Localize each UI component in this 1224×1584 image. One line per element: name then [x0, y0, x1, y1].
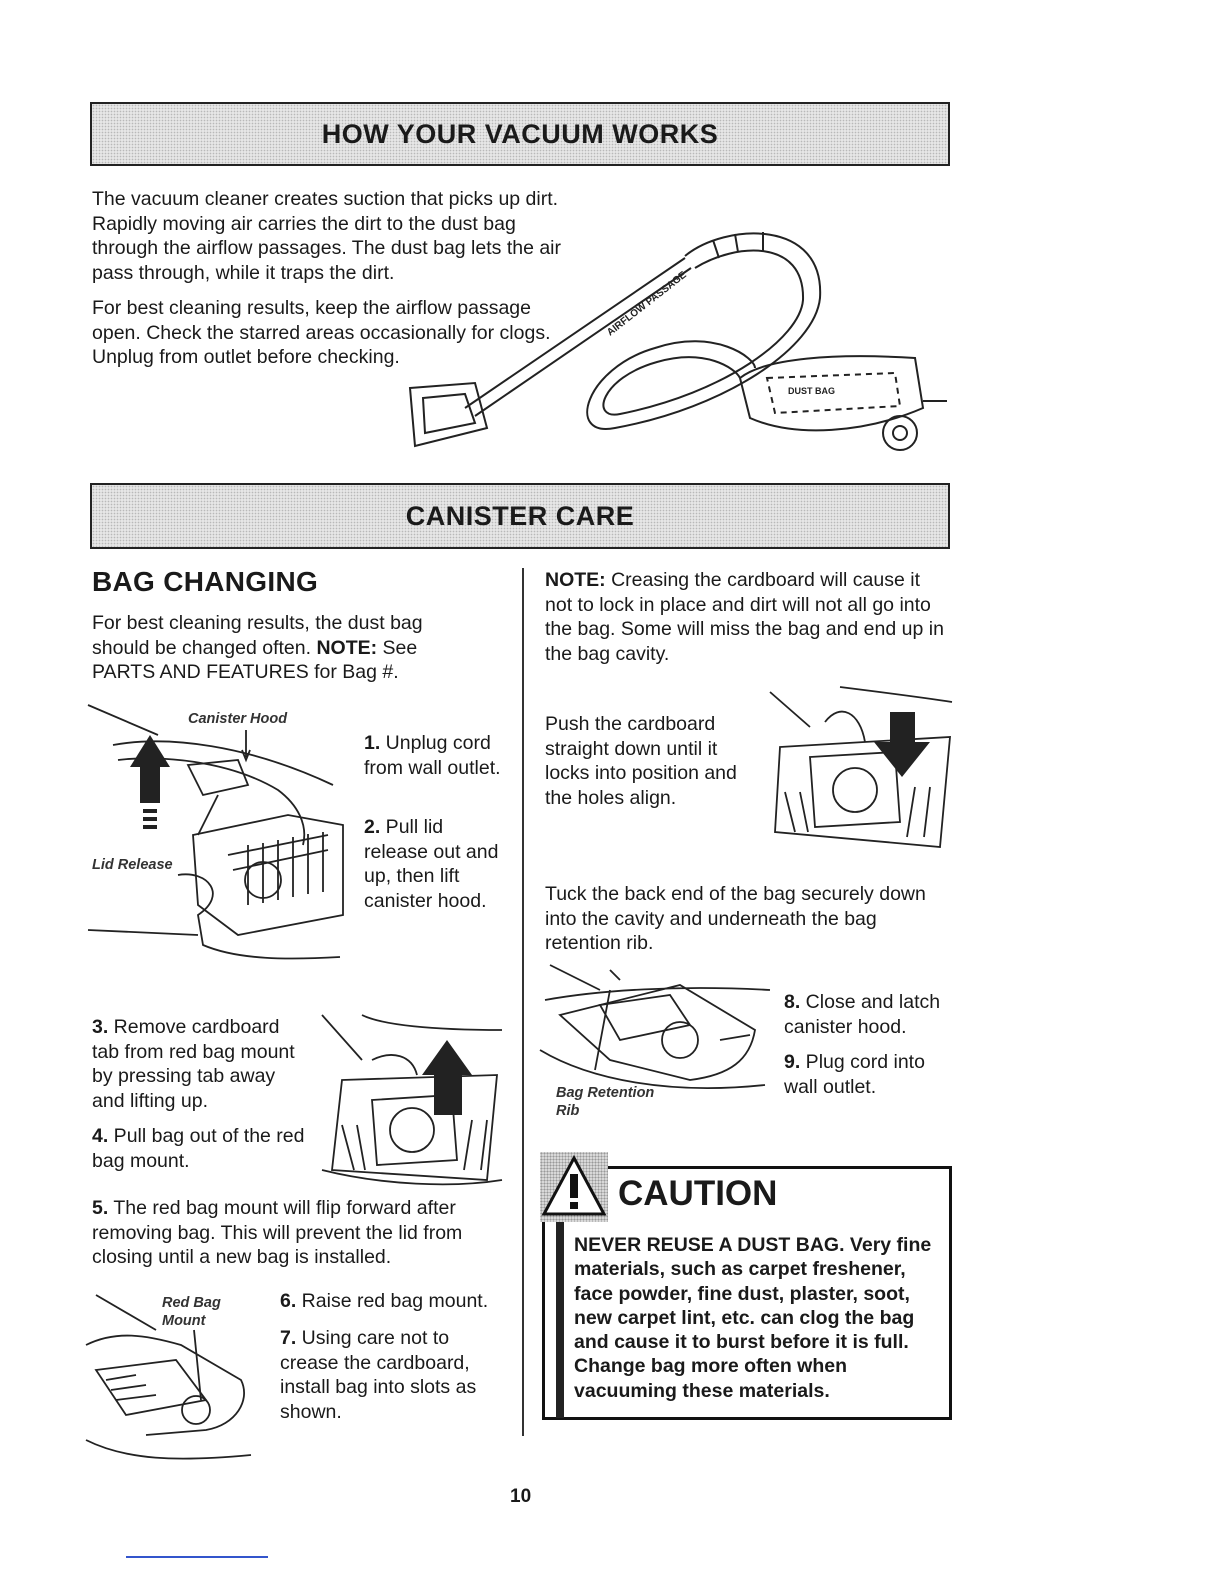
bag-changing-heading: BAG CHANGING [92, 566, 319, 597]
canister-hood-caption: Canister Hood [188, 711, 288, 727]
step-2-text: Pull lid release out and up, then lift c… [364, 816, 499, 912]
step-5: 5. The red bag mount will flip forward a… [92, 1196, 492, 1270]
warning-triangle-icon [540, 1152, 608, 1222]
step-1: 1. Unplug cord from wall outlet. [364, 731, 504, 780]
red-bag-mount-illustration [85, 1294, 252, 1460]
step-4-text: Pull bag out of the red bag mount. [92, 1125, 305, 1172]
care-banner: CANISTER CARE [90, 483, 950, 549]
header-banner-title: HOW YOUR VACUUM WORKS [321, 119, 719, 149]
care-banner-title: CANISTER CARE [405, 501, 635, 531]
remove-cardboard-illustration [321, 1014, 503, 1186]
push-cardboard-illustration [769, 686, 953, 848]
step-1-number: 1. [364, 732, 381, 754]
header-banner: HOW YOUR VACUUM WORKS [90, 102, 950, 166]
step-9-number: 9. [784, 1051, 801, 1073]
intro-text-b: See PARTS AND FEATURES for Bag #. [92, 636, 418, 684]
bag-retention-rib-caption: Bag Retention Rib [556, 1085, 655, 1119]
step-8-number: 8. [784, 991, 801, 1013]
step-6-text: Raise red bag mount. [296, 1290, 489, 1312]
intro-paragraph-2: For best cleaning results, keep the airf… [92, 297, 551, 368]
step-9-text: Plug cord into wall outlet. [784, 1051, 925, 1098]
step-9: 9. Plug cord into wall outlet. [784, 1050, 954, 1099]
step-3: 3. Remove cardboard tab from red bag mou… [92, 1015, 307, 1113]
note-text: Creasing the cardboard will cause it not… [545, 569, 944, 665]
step-6-number: 6. [280, 1290, 297, 1312]
column-divider [522, 568, 524, 1436]
intro-note-label: NOTE: [316, 636, 378, 659]
step-7: 7. Using care not to crease the cardboar… [280, 1326, 495, 1424]
intro-paragraph-1: The vacuum cleaner creates suction that … [92, 188, 562, 284]
step-3-number: 3. [92, 1016, 109, 1038]
step-4: 4. Pull bag out of the red bag mount. [92, 1124, 307, 1173]
step-7-text: Using care not to crease the cardboard, … [280, 1327, 477, 1423]
page-number: 10 [510, 1486, 532, 1507]
step-7-number: 7. [280, 1327, 297, 1349]
up-arrow-icon [130, 735, 170, 829]
step-6: 6. Raise red bag mount. [280, 1289, 510, 1314]
canister-hood-illustration [87, 704, 344, 960]
step-5-text: The red bag mount will flip forward afte… [92, 1197, 463, 1268]
step-1-text: Unplug cord from wall outlet. [364, 732, 501, 779]
red-bag-mount-caption: Red Bag Mount [162, 1295, 221, 1329]
lid-release-caption: Lid Release [92, 857, 173, 873]
intro-text-a: For best cleaning results, the dust bag … [92, 612, 423, 659]
cardboard-note: NOTE: Creasing the cardboard will cause … [545, 568, 945, 666]
caution-text: NEVER REUSE A DUST BAG. Very fine materi… [574, 1234, 932, 1402]
push-cardboard-text: Push the cardboard straight down until i… [545, 713, 737, 809]
dust-bag-label: DUST BAG [788, 386, 835, 396]
step-8-text: Close and latch canister hood. [784, 991, 941, 1038]
note-label: NOTE: [545, 569, 606, 591]
caution-stripe [556, 1222, 564, 1418]
step-2: 2. Pull lid release out and up, then lif… [364, 815, 504, 913]
step-8: 8. Close and latch canister hood. [784, 990, 954, 1039]
tuck-bag-text: Tuck the back end of the bag securely do… [545, 883, 926, 954]
bag-changing-intro: For best cleaning results, the dust bag … [92, 611, 452, 685]
footer-line [126, 1556, 268, 1558]
step-4-number: 4. [92, 1125, 109, 1147]
step-3-text: Remove cardboard tab from red bag mount … [92, 1016, 295, 1112]
down-arrow-icon [874, 712, 930, 777]
up-arrow-icon [422, 1040, 472, 1115]
step-2-number: 2. [364, 816, 381, 838]
caution-title: CAUTION [618, 1174, 778, 1213]
vacuum-illustration: AIRFLOW PASSAGE DUST BAG [408, 232, 947, 451]
bag-retention-rib-illustration [539, 964, 771, 1089]
caution-box [542, 1166, 952, 1420]
step-5-number: 5. [92, 1197, 109, 1219]
